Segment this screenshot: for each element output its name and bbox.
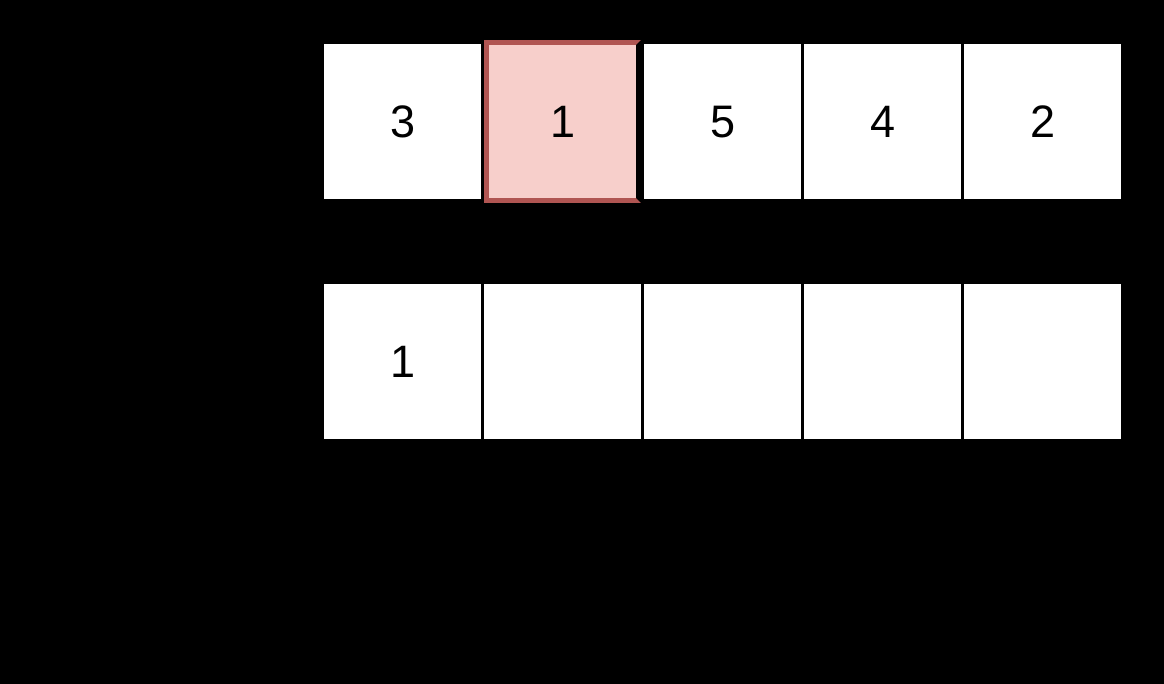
array-cell: 1 bbox=[324, 284, 481, 439]
result-array-row: 1 bbox=[324, 284, 1121, 439]
array-cell bbox=[804, 284, 961, 439]
array-cell: 5 bbox=[644, 44, 801, 199]
array-cell: 3 bbox=[324, 44, 481, 199]
array-cell: 4 bbox=[804, 44, 961, 199]
array-cell bbox=[644, 284, 801, 439]
array-cell bbox=[484, 284, 641, 439]
highlighted-array-cell: 1 bbox=[484, 40, 641, 203]
array-cell bbox=[964, 284, 1121, 439]
array-cell: 2 bbox=[964, 44, 1121, 199]
